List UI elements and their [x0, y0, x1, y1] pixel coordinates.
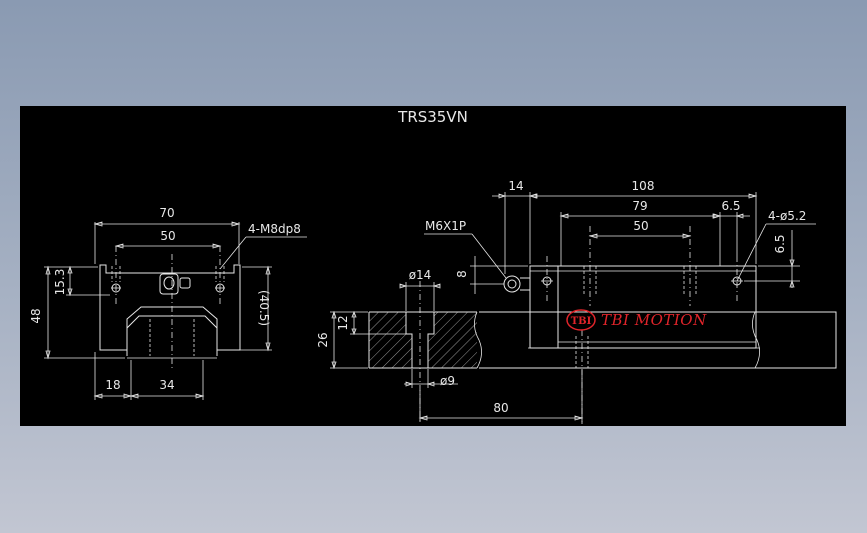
grease-nipple-front — [159, 273, 191, 295]
svg-text:M6X1P: M6X1P — [425, 219, 466, 233]
dim-hole-spacing-50: 50 — [588, 219, 692, 239]
dim-height-48: 48 — [29, 265, 125, 360]
svg-text:ø9: ø9 — [440, 374, 455, 388]
tbi-motion-logo: TBI TBI MOTION — [566, 309, 707, 331]
nipple-callout: M6X1P — [424, 219, 507, 279]
svg-text:50: 50 — [160, 229, 175, 243]
dim-rail-pitch-80: 80 — [418, 370, 584, 422]
svg-text:34: 34 — [159, 378, 174, 392]
dim-body-height-40-5: (40.5) — [219, 265, 272, 352]
svg-text:48: 48 — [29, 308, 43, 323]
svg-text:108: 108 — [632, 179, 655, 193]
dim-rail-18-34: 18 34 — [93, 352, 205, 400]
svg-text:6.5: 6.5 — [773, 234, 787, 253]
svg-text:14: 14 — [508, 179, 523, 193]
dim-counterbore-14: ø14 — [399, 268, 441, 311]
svg-text:50: 50 — [633, 219, 648, 233]
svg-text:70: 70 — [159, 206, 174, 220]
svg-text:6.5: 6.5 — [721, 199, 740, 213]
dim-bolt-9: ø9 — [404, 369, 458, 388]
dim-hole-spacing-79: 79 6.5 — [559, 199, 750, 266]
grease-nipple-side — [503, 275, 531, 293]
drawing-title: TRS35VN — [397, 108, 468, 126]
side-view: TBI TBI MOTION M6X1P 8 ø14 — [316, 179, 837, 424]
dim-block-length: 14 108 — [492, 179, 758, 274]
svg-text:ø14: ø14 — [409, 268, 432, 282]
dim-rail-height-26: 26 — [316, 310, 368, 370]
svg-text:18: 18 — [105, 378, 120, 392]
svg-text:TBI: TBI — [571, 316, 592, 327]
svg-text:15.3: 15.3 — [53, 269, 67, 296]
svg-text:8: 8 — [455, 270, 469, 278]
carriage-block — [528, 226, 760, 349]
hole-callout: 4-ø5.2 — [736, 209, 816, 282]
cad-drawing: TRS35VN — [29, 108, 837, 424]
svg-text:26: 26 — [316, 332, 330, 347]
dim-counterbore-depth-12: 12 — [336, 310, 406, 336]
dim-nipple-height-8: 8 — [455, 256, 528, 294]
svg-text:4-ø5.2: 4-ø5.2 — [768, 209, 806, 223]
svg-text:4-M8dp8: 4-M8dp8 — [248, 222, 301, 236]
front-view: 70 50 4-M8dp8 48 15.3 — [29, 206, 307, 400]
dim-hole-top-6-5: 6.5 — [744, 230, 800, 288]
dim-width-70: 70 — [93, 206, 241, 264]
svg-text:(40.5): (40.5) — [257, 290, 271, 326]
tap-callout: 4-M8dp8 — [219, 222, 307, 270]
rail-section — [368, 281, 482, 424]
dim-mount-height-15-3: 15.3 — [53, 265, 110, 297]
dim-hole-pitch-50: 50 — [114, 229, 222, 249]
drawing-viewport[interactable]: TRS35VN — [20, 106, 846, 426]
block-outline — [99, 264, 241, 351]
svg-text:80: 80 — [493, 401, 508, 415]
svg-text:79: 79 — [632, 199, 647, 213]
svg-text:TBI MOTION: TBI MOTION — [601, 311, 707, 329]
svg-text:12: 12 — [336, 315, 350, 330]
